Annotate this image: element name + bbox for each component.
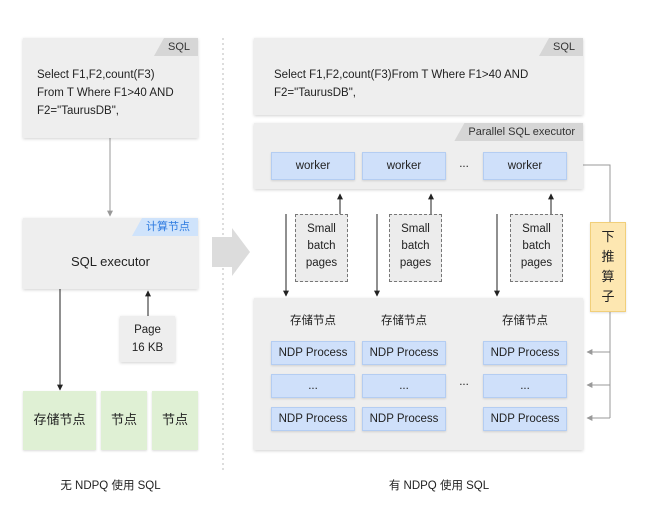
ndp-process: NDP Process bbox=[271, 407, 355, 431]
small-batch-pages-3: Small batch pages bbox=[510, 214, 563, 282]
parallel-executor-tag: Parallel SQL executor bbox=[454, 123, 583, 141]
ndp-process: NDP Process bbox=[362, 407, 446, 431]
worker-ellipsis: ... bbox=[459, 158, 469, 170]
sql-executor-label: SQL executor bbox=[70, 254, 150, 269]
small-batch-pages-2: Small batch pages bbox=[389, 214, 442, 282]
storage-node-3: 节点 bbox=[152, 391, 198, 450]
operator-pushdown-label: 下 推 算 子 bbox=[590, 222, 626, 312]
left-sql-text: Select F1,F2,count(F3) From T Where F1>4… bbox=[37, 69, 174, 117]
ndp-process: NDP Process bbox=[271, 341, 355, 365]
page-size-box: Page 16 KB bbox=[120, 316, 175, 362]
ndp-ellipsis: ... bbox=[362, 374, 446, 398]
left-sql-tag: SQL bbox=[153, 38, 198, 56]
ndp-process: NDP Process bbox=[483, 407, 567, 431]
small-batch-pages-1: Small batch pages bbox=[295, 214, 348, 282]
storage-label-3: 存储节点 bbox=[502, 315, 548, 327]
compute-node-tag: 计算节点 bbox=[132, 218, 198, 236]
compute-node-box: 计算节点 SQL executor bbox=[23, 218, 198, 289]
ndp-ellipsis: ... bbox=[271, 374, 355, 398]
storage-label-1: 存储节点 bbox=[290, 315, 336, 327]
right-sql-text: Select F1,F2,count(F3)From T Where F1>40… bbox=[274, 69, 529, 99]
ndp-ellipsis: ... bbox=[483, 374, 567, 398]
right-sql-box: SQL Select F1,F2,count(F3)From T Where F… bbox=[254, 38, 583, 115]
right-sql-tag: SQL bbox=[538, 38, 583, 56]
worker-2: worker bbox=[362, 152, 446, 180]
left-sql-box: SQL Select F1,F2,count(F3) From T Where … bbox=[23, 38, 198, 138]
ndp-column-ellipsis: ... bbox=[459, 376, 469, 388]
worker-1: worker bbox=[271, 152, 355, 180]
right-caption: 有 NDPQ 使用 SQL bbox=[388, 480, 490, 492]
worker-3: worker bbox=[483, 152, 567, 180]
storage-node-1: 存储节点 bbox=[23, 391, 96, 450]
storage-label-2: 存储节点 bbox=[381, 315, 427, 327]
storage-node-2: 节点 bbox=[101, 391, 147, 450]
ndp-process: NDP Process bbox=[483, 341, 567, 365]
ndp-process: NDP Process bbox=[362, 341, 446, 365]
left-caption: 无 NDPQ 使用 SQL bbox=[60, 480, 161, 492]
